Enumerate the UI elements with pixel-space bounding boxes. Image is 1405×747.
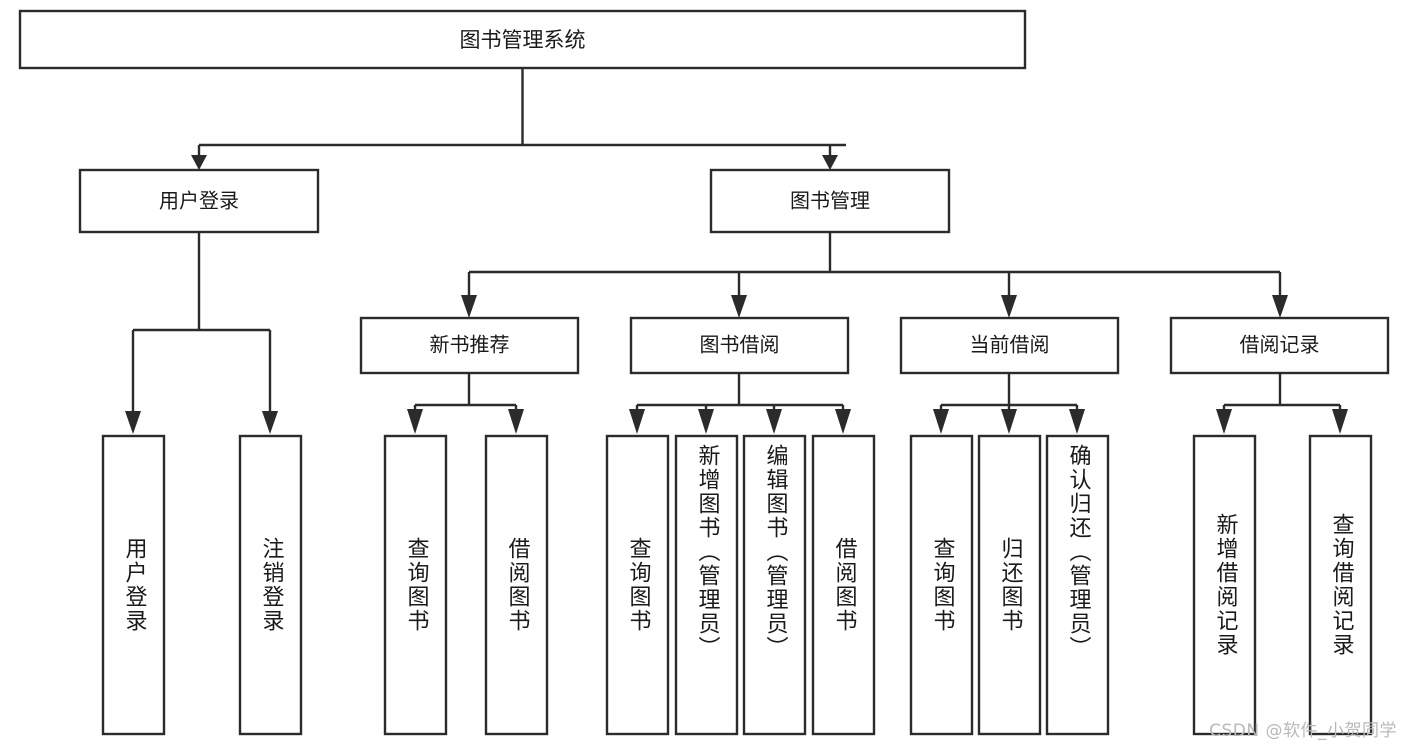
arrow-head-leaf-user-login — [125, 411, 141, 434]
leaf-box-currentborrow-return-book[interactable] — [977, 434, 1042, 736]
arrow-head-book-borrow — [731, 295, 747, 318]
leaf-box-bookborrow-edit-book[interactable] — [742, 434, 807, 736]
node-new-book-recommend[interactable]: 新书推荐 — [359, 316, 580, 375]
node-book-management[interactable]: 图书管理 — [709, 168, 951, 234]
leaf-node-layer — [101, 434, 1373, 736]
arrow-head-newbook-leaf-2 — [508, 409, 524, 434]
leaf-box-query-borrow-record[interactable] — [1308, 434, 1373, 736]
arrow-head-borrowrecord-leaf-2 — [1332, 409, 1348, 434]
leaf-box-newbook-query-book[interactable] — [383, 434, 448, 736]
arrow-head-new-book — [461, 295, 477, 318]
arrow-head-current-borrow — [1001, 295, 1017, 318]
current-borrow-label: 当前借阅 — [970, 333, 1050, 357]
leaf-box-currentborrow-query-book[interactable] — [909, 434, 974, 736]
book-borrow-box[interactable] — [629, 316, 850, 375]
borrow-record-box[interactable] — [1169, 316, 1390, 375]
arrow-head-currentborrow-leaf-1 — [933, 409, 949, 434]
user-login-box[interactable] — [78, 168, 320, 234]
new-book-recommend-box[interactable] — [359, 316, 580, 375]
arrow-head-newbook-leaf-1 — [407, 409, 423, 434]
arrow-head-bookborrow-leaf-4 — [835, 409, 851, 434]
leaf-box-bookborrow-query-book[interactable] — [605, 434, 670, 736]
current-borrow-box[interactable] — [899, 316, 1120, 375]
leaf-box-add-borrow-record[interactable] — [1192, 434, 1257, 736]
arrow-head-currentborrow-leaf-3 — [1069, 409, 1085, 434]
arrow-head-book-manage — [822, 155, 838, 170]
leaf-box-currentborrow-confirm-return[interactable] — [1045, 434, 1110, 736]
connector-layer — [125, 68, 1348, 434]
borrow-record-label: 借阅记录 — [1240, 333, 1320, 357]
node-borrow-record[interactable]: 借阅记录 — [1169, 316, 1390, 375]
watermark-text: CSDN @软件_小贺同学 — [1209, 721, 1397, 741]
arrow-head-borrowrecord-leaf-1 — [1216, 409, 1232, 434]
node-root[interactable]: 图书管理系统 — [18, 9, 1027, 70]
leaf-box-logout[interactable] — [238, 434, 303, 736]
leaf-box-bookborrow-add-book[interactable] — [674, 434, 739, 736]
arrow-head-bookborrow-leaf-3 — [766, 409, 782, 434]
root-label: 图书管理系统 — [460, 28, 586, 52]
arrow-head-bookborrow-leaf-2 — [698, 409, 714, 434]
arrow-head-currentborrow-leaf-2 — [1001, 409, 1017, 434]
root-box[interactable] — [18, 9, 1027, 70]
book-management-box[interactable] — [709, 168, 951, 234]
node-book-borrow[interactable]: 图书借阅 — [629, 316, 850, 375]
arrow-head-leaf-logout — [262, 411, 278, 434]
leaf-box-user-login[interactable] — [101, 434, 166, 736]
arrow-head-user-login — [191, 155, 207, 170]
node-current-borrow[interactable]: 当前借阅 — [899, 316, 1120, 375]
arrow-head-borrow-record — [1272, 295, 1288, 318]
node-user-login[interactable]: 用户登录 — [78, 168, 320, 234]
leaf-box-bookborrow-borrow-book[interactable] — [811, 434, 876, 736]
book-management-label: 图书管理 — [790, 189, 870, 213]
user-login-label: 用户登录 — [159, 189, 239, 213]
leaf-box-newbook-borrow-book[interactable] — [484, 434, 549, 736]
new-book-recommend-label: 新书推荐 — [430, 333, 510, 357]
arrow-head-bookborrow-leaf-1 — [629, 409, 645, 434]
book-borrow-label: 图书借阅 — [700, 333, 780, 357]
